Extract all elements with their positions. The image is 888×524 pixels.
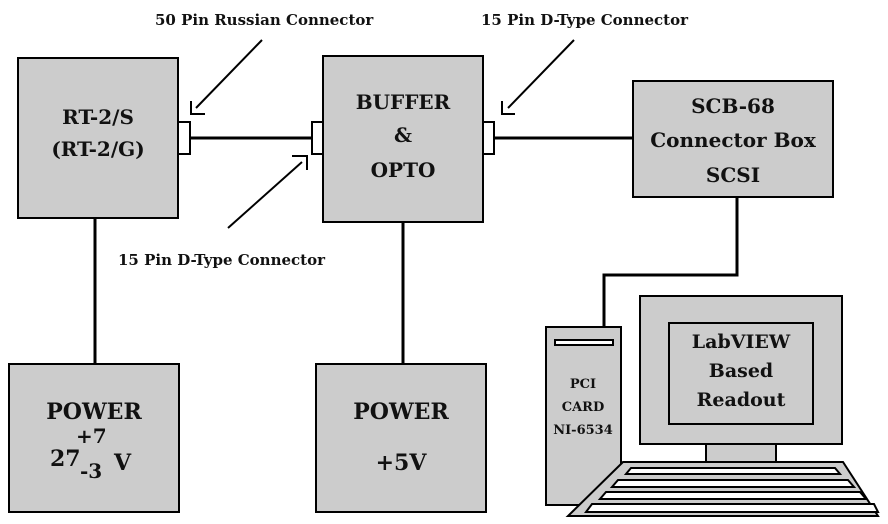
scb68-label-line3: SCSI (706, 163, 760, 187)
callout-arrow-russian (190, 39, 263, 115)
callout-dtype-top: 15 Pin D-Type Connector (481, 11, 689, 29)
callout-dtype-bottom: 15 Pin D-Type Connector (118, 251, 326, 269)
pci-card-line1: PCI (570, 377, 596, 392)
pci-card-line2: CARD (562, 400, 605, 415)
keyboard (565, 461, 880, 517)
screen-line2: Based (709, 360, 773, 382)
buffer-label-line3: OPTO (371, 158, 436, 182)
rt2-block: RT-2/S (RT-2/G) (17, 57, 179, 219)
callout-arrow-dtype-top (501, 39, 575, 115)
rt2-label-line2: (RT-2/G) (51, 137, 144, 161)
monitor-screen (668, 322, 814, 425)
power-rt2-block: POWER +7 27 -3 V (8, 363, 180, 513)
power-rt2-unit: V (113, 450, 132, 476)
buffer-block: BUFFER & OPTO (322, 55, 484, 223)
wire-scb-to-pc (602, 197, 739, 330)
pci-card-line3: NI-6534 (553, 423, 613, 438)
power-buffer-voltage: +5V (376, 450, 428, 476)
power-rt2-title: POWER (46, 399, 142, 425)
connector-rt2 (177, 121, 191, 155)
connector-buffer-left (311, 121, 324, 155)
power-rt2-minus-tolerance: -3 (80, 459, 102, 483)
buffer-label-line2: & (394, 123, 412, 147)
scb68-block: SCB-68 Connector Box SCSI (632, 80, 834, 198)
callout-russian-connector: 50 Pin Russian Connector (155, 11, 374, 29)
scb68-label-line1: SCB-68 (691, 94, 775, 118)
power-buffer-block: POWER +5V (315, 363, 487, 513)
scb68-label-line2: Connector Box (650, 128, 817, 152)
callout-arrow-dtype-bottom (227, 155, 308, 229)
screen-line3: Readout (697, 389, 786, 411)
power-rt2-plus-tolerance: +7 (76, 424, 107, 448)
drive-slot (554, 339, 614, 346)
connector-buffer-right (482, 121, 495, 155)
screen-line1: LabVIEW (692, 331, 791, 353)
pc-monitor: LabVIEW Based Readout (639, 295, 843, 463)
rt2-label-line1: RT-2/S (62, 105, 134, 129)
power-buffer-title: POWER (353, 399, 449, 425)
buffer-label-line1: BUFFER (356, 90, 451, 114)
power-rt2-nominal: 27 (50, 446, 81, 472)
monitor-stand (705, 443, 777, 463)
